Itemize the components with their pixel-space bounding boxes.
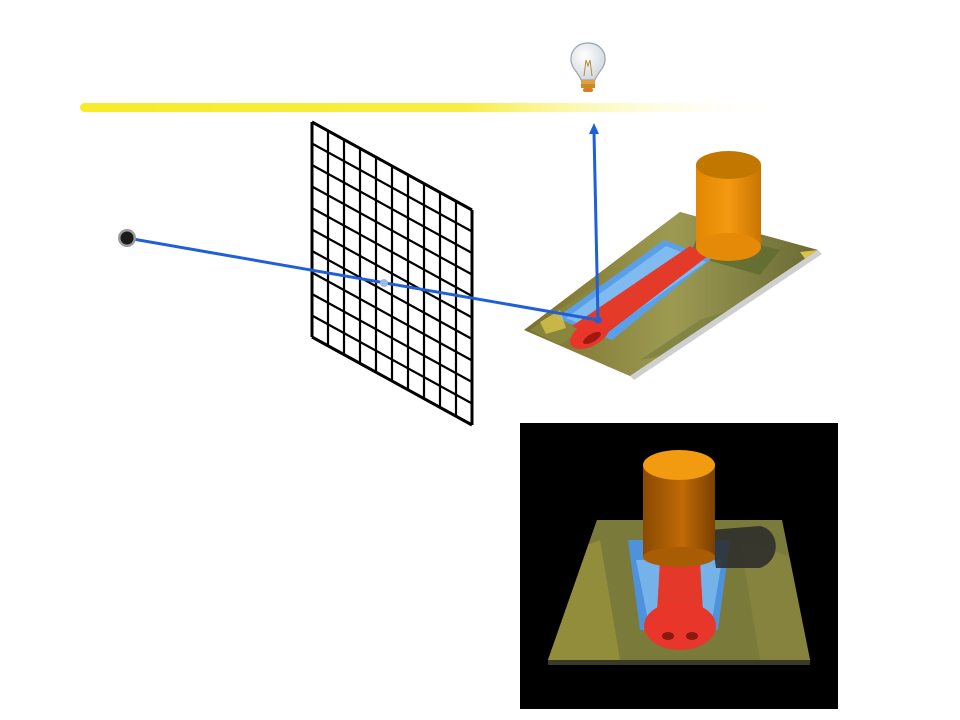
ray-grid-intersection [380, 279, 388, 287]
grid-line-horizontal [311, 120, 473, 212]
shadow-ray-arrowhead [589, 123, 599, 134]
orange-cylinder [696, 151, 761, 261]
light-bulb-icon [570, 42, 606, 92]
light-beam [80, 103, 780, 112]
grid-line-horizontal [311, 271, 473, 362]
grid-line-horizontal [311, 164, 473, 254]
scene-plane-with-mandrill-texture [524, 212, 822, 380]
grid-line-horizontal [311, 250, 473, 340]
ray-surface-hit-point [594, 316, 602, 324]
cylinder-shadow [710, 526, 776, 568]
grid-line-horizontal [311, 228, 473, 319]
rays [126, 123, 602, 324]
pixel-grid [310, 120, 474, 427]
grid-line-horizontal [311, 293, 473, 383]
shadow-ray [592, 131, 600, 321]
grid-line-horizontal [311, 185, 473, 276]
rendered-result-image [520, 423, 838, 709]
eye-point [118, 229, 136, 247]
grid-line-horizontal [311, 335, 473, 427]
grid-line-horizontal [311, 142, 473, 233]
grid-line-horizontal [311, 207, 473, 297]
grid-line-horizontal [311, 314, 473, 405]
eye-ray [126, 236, 599, 322]
